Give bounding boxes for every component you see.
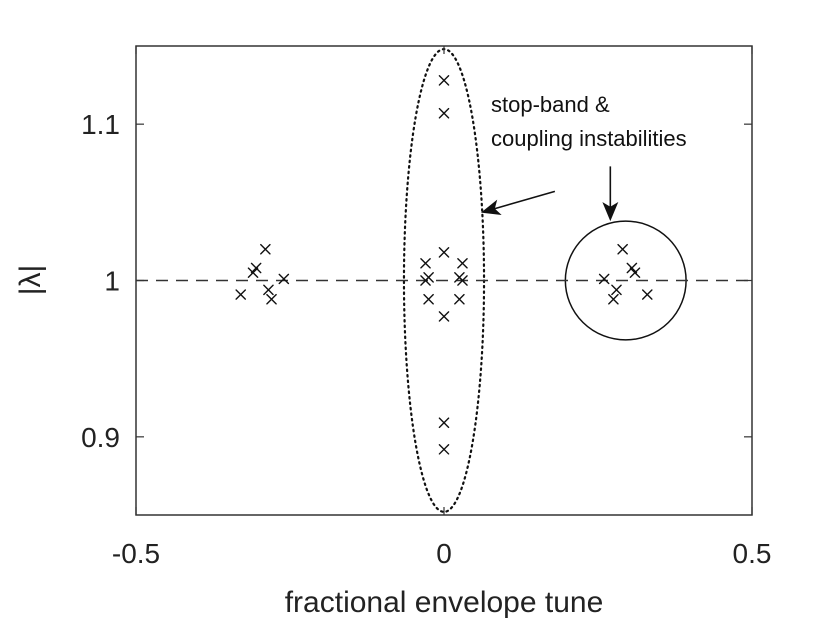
data-point bbox=[235, 289, 247, 300]
x-tick-label: 0 bbox=[436, 538, 452, 569]
data-point bbox=[260, 243, 271, 255]
data-point bbox=[250, 262, 262, 274]
data-point bbox=[438, 444, 450, 455]
data-point bbox=[629, 267, 641, 278]
data-point bbox=[438, 247, 450, 258]
y-tick-label: 0.9 bbox=[81, 422, 120, 453]
data-point bbox=[247, 267, 259, 278]
data-point bbox=[438, 311, 450, 322]
data-point bbox=[617, 243, 628, 255]
annotation-line-1: stop-band & bbox=[491, 92, 610, 117]
data-point bbox=[438, 75, 450, 86]
data-point bbox=[420, 258, 431, 269]
arrow-layer bbox=[480, 166, 619, 222]
x-axis-label: fractional envelope tune bbox=[285, 586, 604, 619]
data-point bbox=[457, 275, 468, 286]
data-point bbox=[423, 293, 434, 305]
points-layer bbox=[235, 75, 653, 455]
data-point bbox=[438, 417, 450, 429]
y-tick-label: 1 bbox=[104, 266, 120, 297]
y-axis-label: |λ| bbox=[14, 265, 47, 296]
data-point bbox=[611, 284, 622, 296]
data-point bbox=[266, 293, 277, 305]
data-point bbox=[641, 289, 653, 300]
ticks-layer bbox=[135, 46, 753, 515]
tick-labels-layer: -0.5 0 0.5 0.9 1 1.1 bbox=[81, 109, 771, 569]
data-point bbox=[454, 293, 465, 305]
data-point bbox=[626, 262, 638, 274]
data-point bbox=[457, 258, 468, 269]
x-tick-label: 0.5 bbox=[733, 538, 772, 569]
x-tick-label: -0.5 bbox=[112, 538, 160, 569]
data-point bbox=[423, 272, 434, 283]
data-point bbox=[278, 273, 290, 285]
data-point bbox=[438, 107, 450, 119]
annotation-arrow-center bbox=[480, 190, 556, 215]
data-point bbox=[608, 293, 619, 305]
annotation-line-2: coupling instabilities bbox=[491, 126, 687, 151]
data-point bbox=[598, 273, 610, 285]
y-tick-label: 1.1 bbox=[81, 109, 120, 140]
data-point bbox=[263, 284, 274, 296]
